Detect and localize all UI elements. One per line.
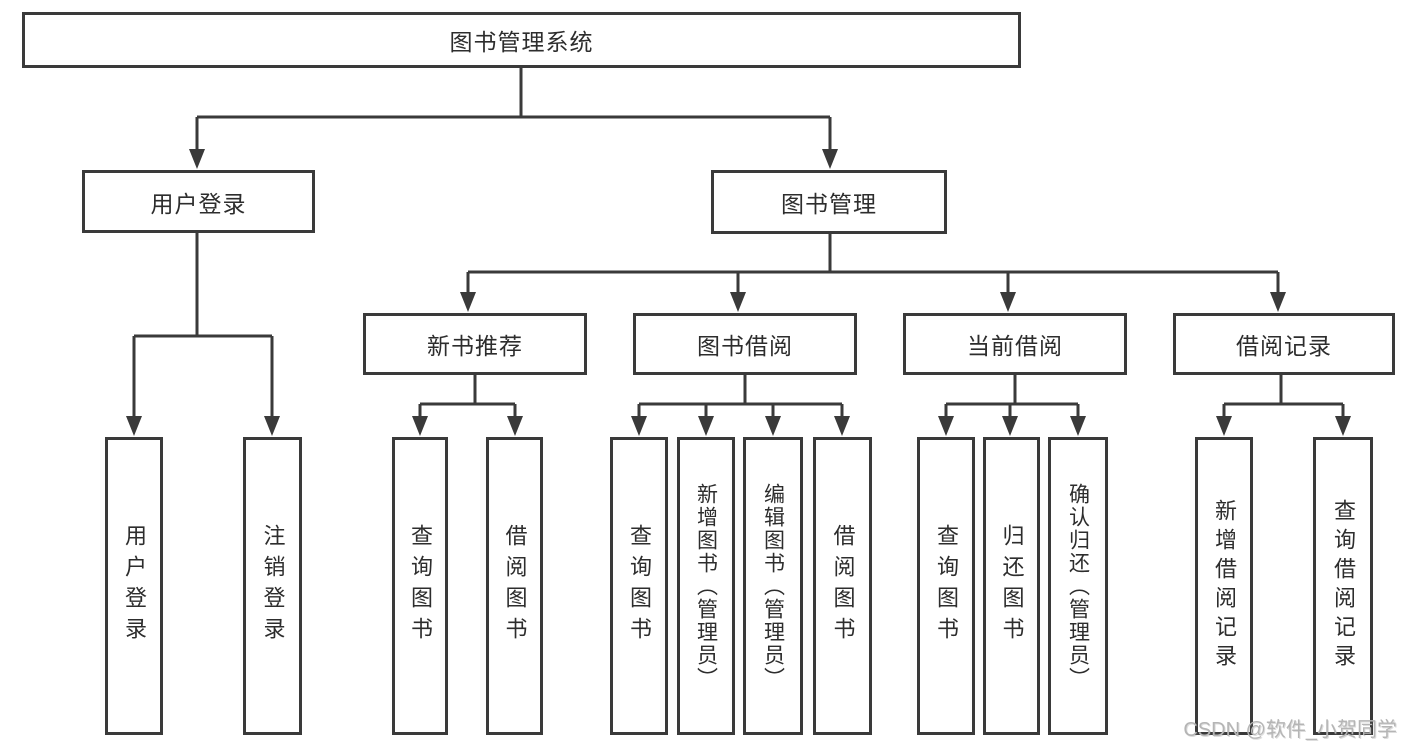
node-label: 图书借阅 [697, 333, 793, 359]
node-label: 新书推荐 [427, 333, 523, 359]
leaf-query-books-recommend: 查询图书 [392, 437, 448, 735]
leaf-label: 归还图书 [999, 524, 1025, 648]
node-label: 图书管理系统 [449, 29, 594, 55]
node-root-library-system: 图书管理系统 [22, 12, 1021, 68]
node-user-login: 用户登录 [82, 170, 315, 233]
leaf-add-books-admin: 新增图书（管理员） [677, 437, 735, 735]
node-label: 当前借阅 [967, 333, 1063, 359]
leaf-user-login: 用户登录 [105, 437, 163, 735]
leaf-confirm-return-admin: 确认归还（管理员） [1048, 437, 1108, 735]
leaf-label: 查询图书 [627, 524, 652, 648]
leaf-label: 新增借阅记录 [1212, 499, 1237, 673]
leaf-borrow-books-recommend: 借阅图书 [486, 437, 543, 735]
leaf-label: 注销登录 [260, 524, 286, 648]
node-current-borrow: 当前借阅 [903, 313, 1127, 375]
leaf-label: 新增图书（管理员） [694, 482, 718, 690]
node-label: 图书管理 [781, 191, 877, 217]
node-label: 用户登录 [150, 190, 247, 217]
node-borrow-records: 借阅记录 [1173, 313, 1395, 375]
leaf-label: 确认归还（管理员） [1066, 482, 1090, 690]
leaf-label: 查询图书 [408, 524, 433, 648]
leaf-label: 编辑图书（管理员） [761, 482, 785, 690]
leaf-label: 查询借阅记录 [1331, 499, 1356, 673]
leaf-query-books-borrow: 查询图书 [610, 437, 668, 735]
node-book-borrow: 图书借阅 [633, 313, 857, 375]
leaf-edit-books-admin: 编辑图书（管理员） [743, 437, 803, 735]
node-new-book-recommend: 新书推荐 [363, 313, 587, 375]
leaf-query-books-current: 查询图书 [917, 437, 975, 735]
leaf-label: 查询图书 [934, 524, 959, 648]
node-label: 借阅记录 [1236, 333, 1332, 359]
leaf-logout: 注销登录 [243, 437, 302, 735]
leaf-label: 用户登录 [122, 524, 147, 648]
node-book-management: 图书管理 [711, 170, 947, 234]
leaf-query-borrow-record: 查询借阅记录 [1313, 437, 1373, 735]
leaf-return-books: 归还图书 [983, 437, 1040, 735]
leaf-label: 借阅图书 [830, 524, 856, 648]
csdn-watermark: CSDN @软件_小贺同学 [1183, 719, 1397, 741]
leaf-add-borrow-record: 新增借阅记录 [1195, 437, 1253, 735]
leaf-label: 借阅图书 [502, 524, 528, 648]
leaf-borrow-books: 借阅图书 [813, 437, 872, 735]
